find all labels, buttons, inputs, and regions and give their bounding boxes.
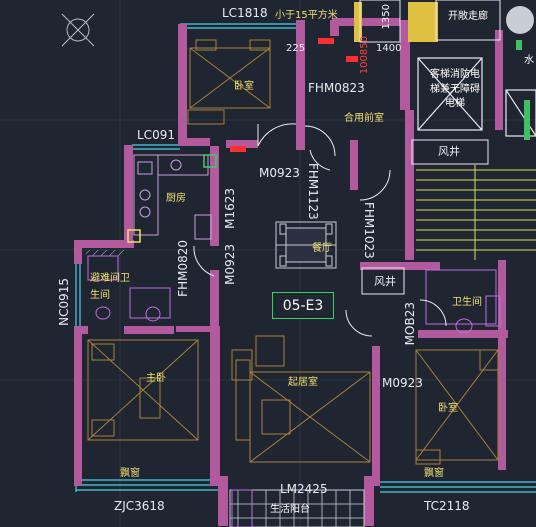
kitchen-fixtures	[133, 154, 212, 240]
area-note: 小于15平方米	[275, 10, 338, 21]
room-fire-elevator: 客梯消防电梯兼无障碍电梯	[430, 69, 480, 109]
door-label-m0923-right: M0923	[382, 376, 423, 390]
bathroom-right-fixtures	[425, 269, 501, 334]
room-shelter-bathroom: 避难间卫生间	[90, 273, 130, 301]
dim-225: 225	[286, 43, 306, 54]
top-right-circle	[506, 6, 534, 34]
bedroom-right-furniture	[415, 349, 499, 465]
door-label-mob23: MOB23	[403, 302, 417, 346]
refrigerator-mark	[203, 154, 217, 168]
living-room-furniture	[231, 335, 371, 463]
door-label-fhm0820: FHM0820	[176, 240, 190, 297]
window-label-lc091: LC091	[137, 128, 175, 142]
room-corridor: 开敞走廊	[448, 11, 488, 22]
room-shaft-mid: 风井	[374, 275, 396, 288]
room-kitchen: 厨房	[166, 193, 186, 204]
compass-icon	[61, 13, 95, 47]
unit-badge: 05-E3	[272, 292, 334, 319]
door-swings	[193, 123, 447, 337]
walls	[74, 18, 508, 526]
dim-1400: 1400	[376, 43, 402, 54]
window-lines	[75, 23, 536, 493]
bathroom-left-fixtures	[87, 255, 171, 322]
dim-1350: 1350	[381, 4, 392, 30]
room-master-bedroom: 主卧	[146, 373, 166, 384]
room-bay-window-left: 飘窗	[120, 468, 140, 479]
room-bay-window-right: 飘窗	[424, 468, 444, 479]
room-bedroom-right: 卧室	[438, 403, 458, 414]
column-marks	[354, 2, 438, 42]
room-dining: 餐厅	[312, 243, 332, 254]
fire-markers	[230, 38, 358, 152]
window-label-tc2118: TC2118	[424, 499, 470, 513]
stair-lines	[416, 165, 536, 260]
window-label-zjc3618: ZJC3618	[114, 499, 165, 513]
door-label-fhm1023: FHM1023	[362, 202, 376, 259]
corridor-box	[435, 0, 501, 41]
room-living: 起居室	[288, 377, 318, 388]
window-label-nc0915: NC0915	[57, 278, 71, 326]
room-bathroom-right: 卫生间	[452, 297, 482, 308]
hatch-area	[86, 250, 126, 256]
shaft-mid-box	[361, 267, 405, 295]
kitchen-sink	[127, 229, 141, 243]
window-label-lc1818: LC1818	[222, 6, 268, 20]
balcony-fixture	[231, 489, 253, 527]
room-bedroom-top: 卧室	[234, 81, 254, 92]
room-balcony: 生活阳台	[270, 504, 310, 515]
door-label-fhm0823: FHM0823	[308, 81, 365, 95]
dim-100850: 100850	[359, 36, 370, 75]
door-label-fhm1123: FHM1123	[306, 163, 320, 220]
bedroom-top-furniture	[187, 39, 271, 125]
door-label-m0923-left: M0923	[259, 166, 300, 180]
master-bedroom-furniture	[87, 339, 199, 441]
door-label-m0923-lower: M0923	[223, 244, 237, 285]
room-lobby: 合用前室	[344, 113, 384, 124]
window-label-lm2425: LM2425	[280, 482, 328, 496]
dining-table	[275, 221, 337, 269]
green-marks	[516, 40, 530, 140]
door-label-m1623: M1623	[223, 188, 237, 229]
room-shaft-top: 风井	[438, 145, 460, 158]
top-dim-box	[359, 0, 401, 43]
room-water: 水	[524, 55, 534, 66]
elevator-box	[417, 57, 536, 137]
shaft-top-box	[411, 139, 489, 165]
unit-number: 05-E3	[282, 298, 324, 314]
